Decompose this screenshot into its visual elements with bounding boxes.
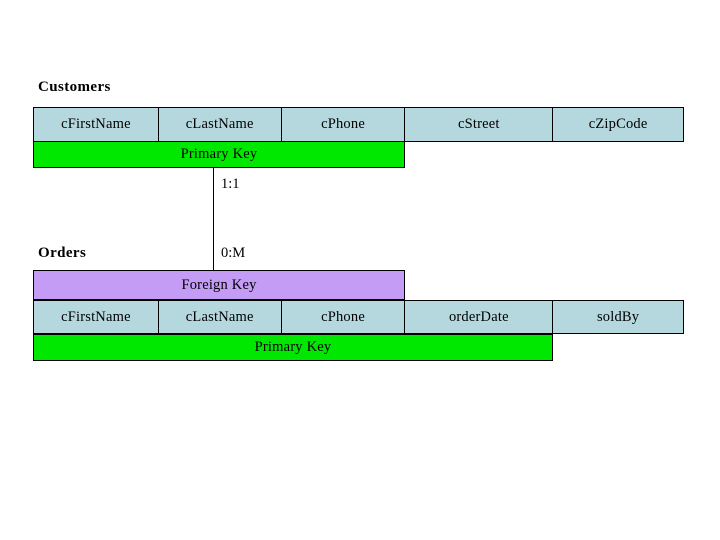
relationship-connector-line bbox=[213, 168, 214, 270]
attribute-cell-orders-clastname: cLastName bbox=[159, 301, 282, 333]
attribute-cell-soldby: soldBy bbox=[553, 301, 684, 333]
primary-key-bar-customers: Primary Key bbox=[33, 141, 405, 168]
entity-title-orders: Orders bbox=[38, 245, 87, 261]
attribute-row-orders: cFirstName cLastName cPhone orderDate so… bbox=[33, 300, 684, 334]
entity-title-customers: Customers bbox=[38, 79, 111, 95]
attribute-cell-cfirstname: cFirstName bbox=[34, 108, 159, 141]
primary-key-bar-orders: Primary Key bbox=[33, 334, 553, 361]
cardinality-label-target: 0:M bbox=[221, 245, 246, 261]
attribute-cell-cstreet: cStreet bbox=[405, 108, 554, 141]
attribute-cell-clastname: cLastName bbox=[159, 108, 282, 141]
attribute-cell-orders-cfirstname: cFirstName bbox=[34, 301, 159, 333]
cardinality-label-source: 1:1 bbox=[221, 176, 240, 192]
attribute-cell-orderdate: orderDate bbox=[405, 301, 554, 333]
attribute-row-customers: cFirstName cLastName cPhone cStreet cZip… bbox=[33, 107, 684, 142]
attribute-cell-orders-cphone: cPhone bbox=[282, 301, 406, 333]
foreign-key-bar-orders: Foreign Key bbox=[33, 270, 405, 300]
attribute-cell-cphone: cPhone bbox=[282, 108, 406, 141]
attribute-cell-czipcode: cZipCode bbox=[553, 108, 684, 141]
